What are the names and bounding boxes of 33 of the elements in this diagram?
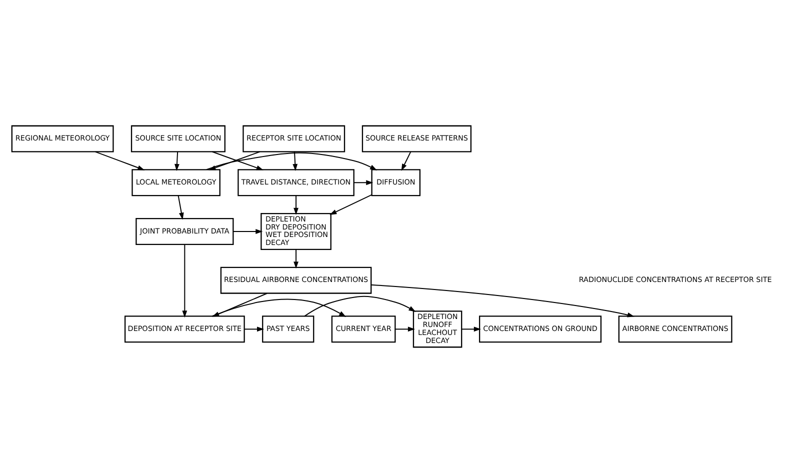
arrow: [233, 229, 263, 234]
arrow: [371, 284, 634, 318]
node-box: DEPLETION RUNOFF LEACHOUT DECAY: [412, 310, 462, 348]
node-box: DEPLETION DRY DEPOSITION WET DEPOSITION DECAY: [260, 212, 332, 250]
arrow: [95, 151, 145, 170]
node-box: JOINT PROBABILITY DATA: [136, 218, 234, 245]
node-box: TRAVEL DISTANCE, DIRECTION: [238, 169, 354, 196]
arrow: [182, 244, 188, 318]
arrow: [294, 250, 298, 269]
arrow: [401, 152, 412, 171]
arrow: [330, 194, 372, 215]
node-box: SOURCE SITE LOCATION: [130, 125, 226, 152]
node-box: SOURCE RELEASE PATTERNS: [362, 125, 472, 152]
arrow: [294, 196, 298, 215]
node-box: DEPOSITION AT RECEPTOR SITE: [124, 316, 245, 343]
node-box: CURRENT YEAR: [331, 316, 396, 343]
arrow: [395, 326, 415, 332]
arrow: [354, 180, 374, 186]
node-box: LOCAL METEOROLOGY: [132, 169, 220, 196]
node-box: DIFFUSION: [371, 169, 421, 196]
node-box: RESIDUAL AIRBORNE CONCENTRATIONS: [220, 266, 372, 294]
label: RADIONUCLIDE CONCENTRATIONS AT RECEPTOR SITE: [578, 275, 772, 284]
node-box: CONCENTRATIONS ON GROUND: [478, 316, 602, 343]
node-box: PAST YEARS: [262, 316, 314, 343]
node-box: AIRBORNE CONCENTRATIONS: [618, 316, 732, 343]
arrow: [174, 152, 180, 172]
node-box: RECEPTOR SITE LOCATION: [242, 125, 346, 152]
arrow: [178, 196, 184, 220]
node-box: REGIONAL METEOROLOGY: [11, 125, 114, 152]
arrow: [244, 326, 264, 332]
arrow: [462, 326, 481, 332]
arrow: [304, 296, 416, 317]
arrow: [292, 152, 298, 172]
